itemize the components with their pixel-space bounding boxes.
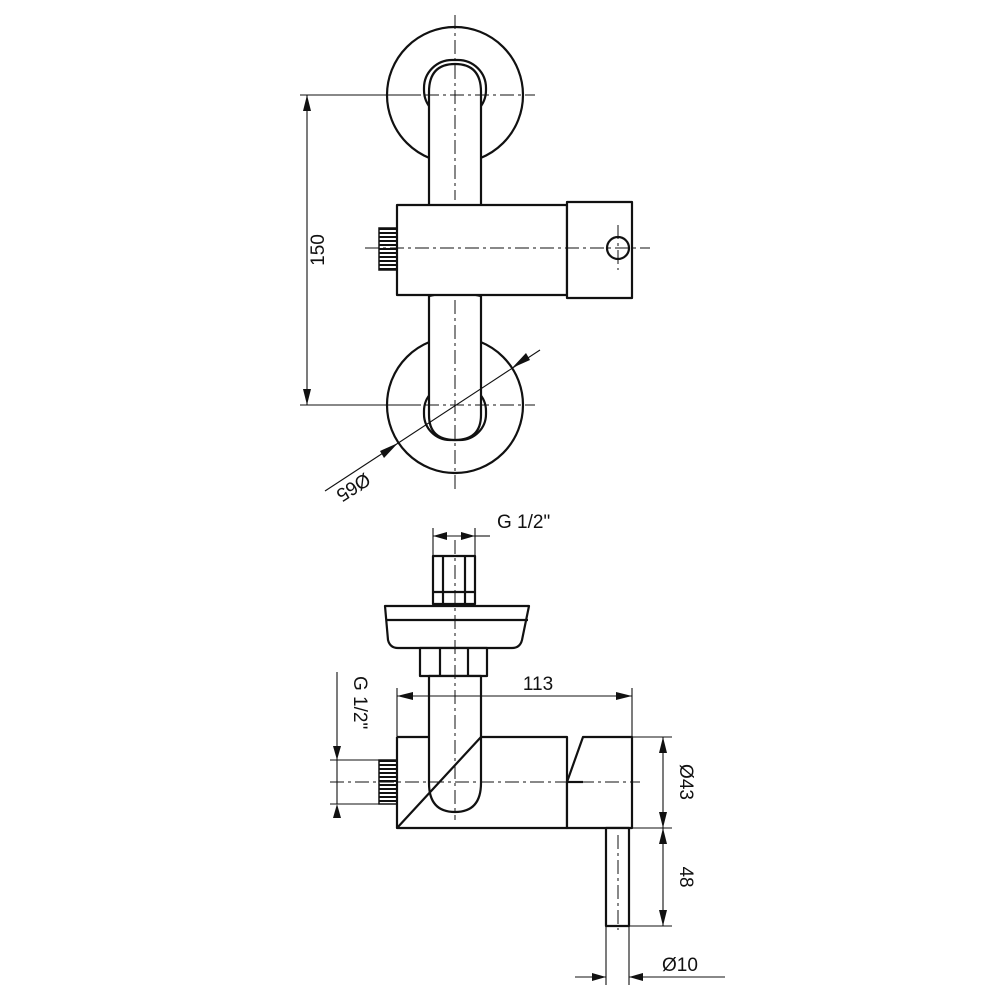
side-view: G 1/2" 113 G 1/2" Ø43 48	[330, 512, 725, 985]
lever-diameter-label: Ø10	[662, 955, 698, 976]
lever-length-label: 48	[675, 866, 696, 887]
body-diameter-label: Ø43	[675, 764, 696, 800]
connector-nut	[418, 646, 489, 678]
handle-cap	[565, 200, 634, 300]
height-dimension-label: 150	[308, 234, 329, 266]
rosette-plate	[383, 604, 531, 650]
rosette-diameter-label: Ø65	[332, 468, 374, 505]
side-thread-label: G 1/2"	[349, 676, 370, 729]
top-hex-nut	[431, 554, 477, 606]
mixer-body	[395, 203, 569, 297]
top-thread-label: G 1/2"	[497, 512, 550, 533]
front-view: 150 Ø65	[300, 15, 650, 505]
outlet-thread	[378, 227, 398, 271]
depth-dimension-label: 113	[523, 674, 553, 695]
